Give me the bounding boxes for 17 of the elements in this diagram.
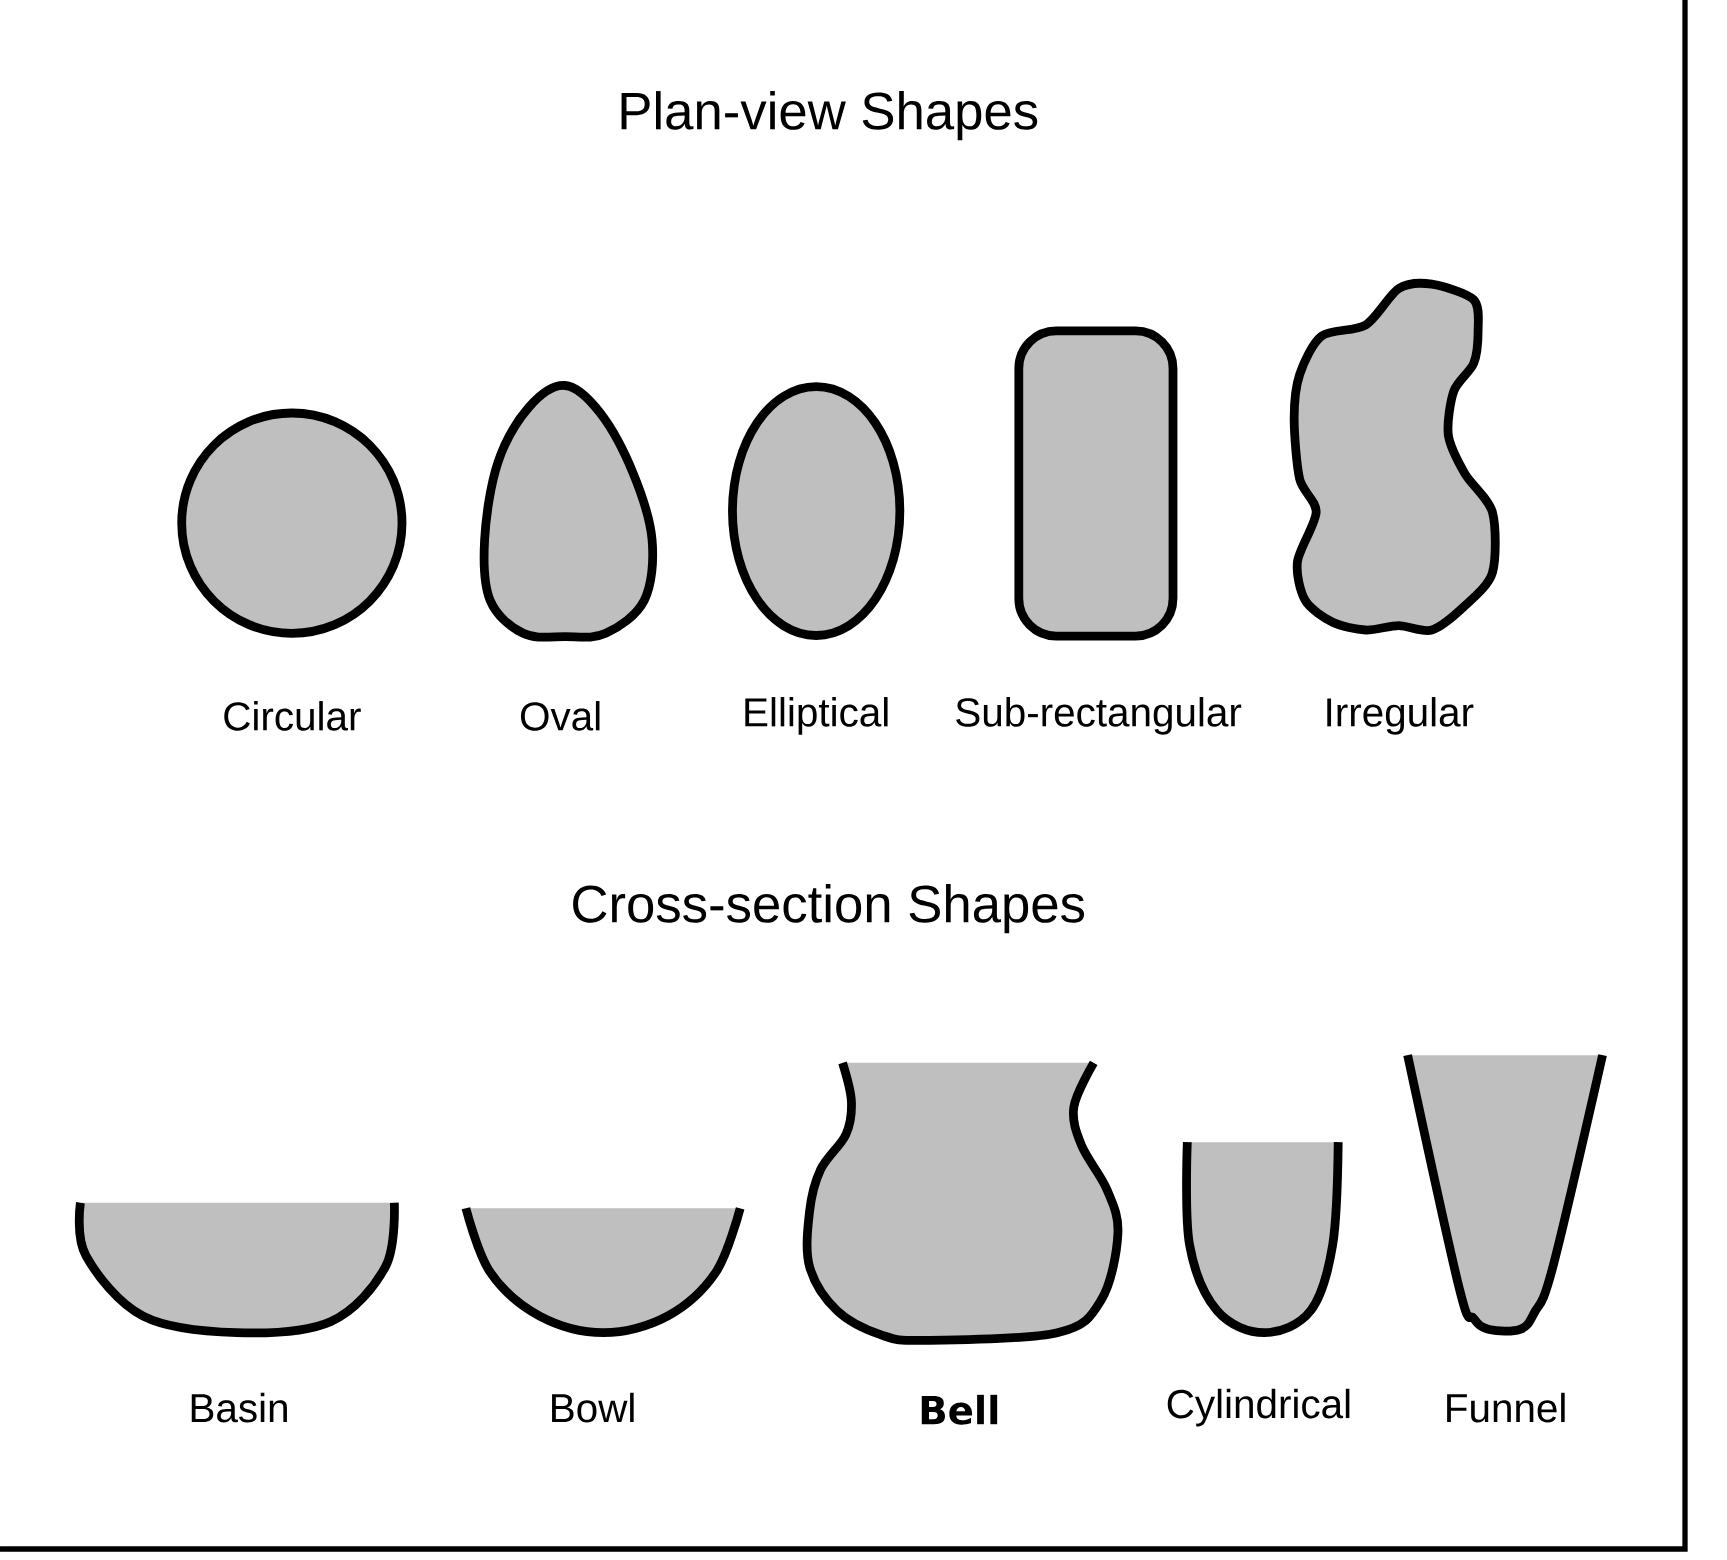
shape-label: Cylindrical: [1167, 1388, 1350, 1427]
section-heading: Plan-view Shapes: [621, 91, 1038, 141]
egg-shape: [479, 381, 658, 642]
rounded-rectangle-shape: [1014, 326, 1178, 641]
shape-label: Bowl: [552, 1392, 634, 1423]
shape-label: Irregular: [1327, 697, 1474, 735]
ellipse-shape: [728, 382, 905, 640]
shape-label: Elliptical: [745, 697, 888, 735]
irregular-shape: [1289, 278, 1500, 636]
shape-label: Circular: [224, 701, 361, 731]
shape-label: Bell: [921, 1394, 998, 1425]
shape-label: Basin: [191, 1392, 287, 1423]
shape-label: Funnel: [1447, 1392, 1565, 1423]
shape-label: Oval: [520, 701, 600, 731]
shape-label: Sub-rectangular: [956, 697, 1242, 735]
section-heading: Cross-section Shapes: [573, 884, 1085, 934]
circle-shape: [177, 408, 407, 638]
